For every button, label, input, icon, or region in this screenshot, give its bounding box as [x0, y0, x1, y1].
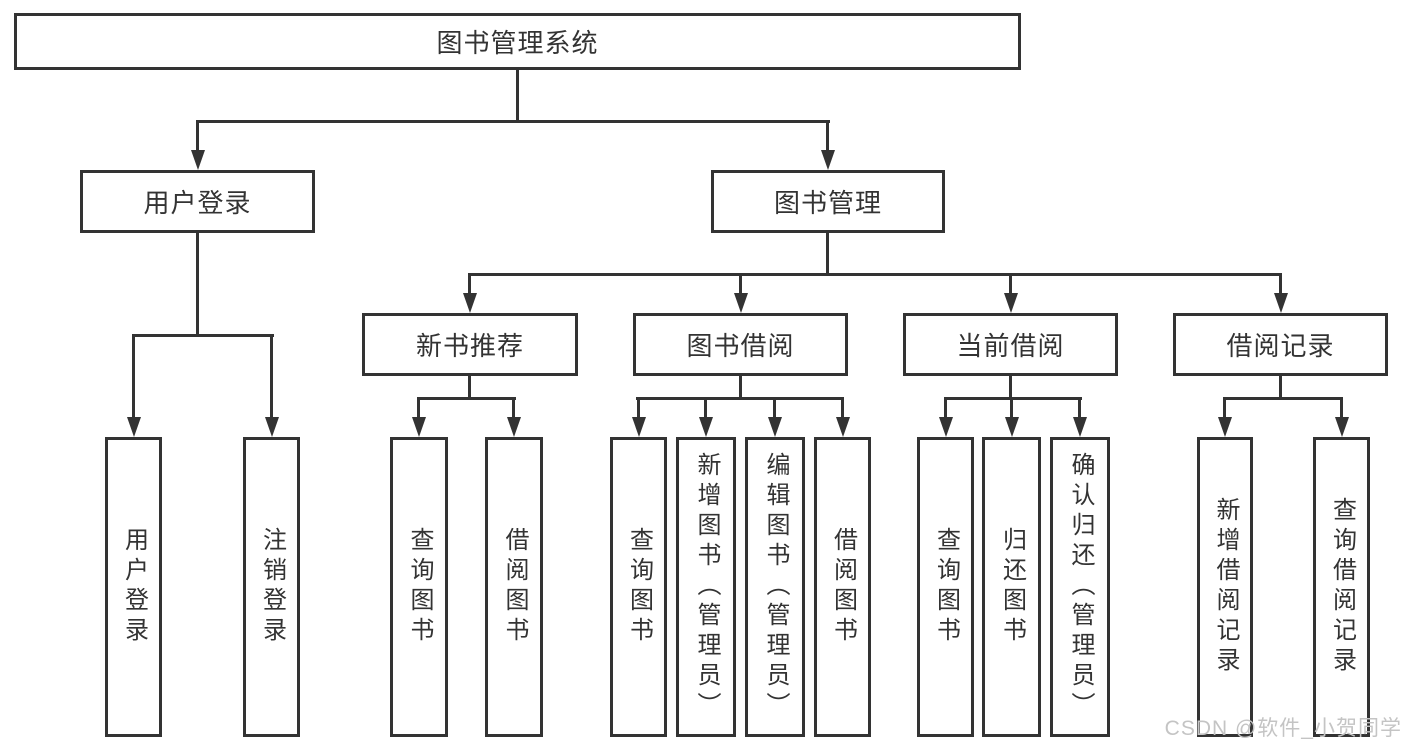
- connector-vline: [468, 376, 471, 399]
- connector-vline: [1279, 376, 1282, 399]
- connector-stem: [1009, 273, 1012, 295]
- leaf-query-books-borrow: 查询图书: [610, 437, 667, 737]
- connector-hline: [196, 120, 830, 123]
- arrow-down-icon: [699, 417, 713, 437]
- leaf-return-books-label: 归还图书: [998, 527, 1026, 647]
- arrow-down-icon: [1274, 293, 1288, 313]
- connector-stem: [1078, 397, 1081, 420]
- arrow-down-icon: [939, 417, 953, 437]
- connector-stem: [1010, 397, 1013, 420]
- leaf-query-books-label: 查询图书: [625, 527, 653, 647]
- arrow-down-icon: [1005, 417, 1019, 437]
- connector-hline: [636, 397, 844, 400]
- watermark: CSDN @软件_小贺同学: [1164, 717, 1402, 740]
- node-current-borrow-label: 当前借阅: [956, 331, 1065, 361]
- connector-stem: [270, 334, 273, 419]
- arrow-down-icon: [191, 150, 205, 170]
- node-root-label: 图书管理系统: [436, 28, 599, 58]
- arrow-down-icon: [734, 293, 748, 313]
- connector-stem: [512, 397, 515, 420]
- node-new-book-recommend-label: 新书推荐: [415, 331, 524, 361]
- arrow-down-icon: [1073, 417, 1087, 437]
- connector-stem: [1223, 397, 1226, 420]
- connector-vline: [739, 376, 742, 399]
- connector-vline: [196, 233, 199, 337]
- leaf-borrow-books-label: 借阅图书: [501, 527, 528, 647]
- connector-stem: [826, 120, 829, 152]
- connector-stem: [1340, 397, 1343, 420]
- connector-stem: [773, 397, 776, 420]
- node-borrow-records: 借阅记录: [1173, 313, 1388, 376]
- leaf-edit-book-admin: 编辑图书（管理员）: [745, 437, 805, 737]
- connector-stem: [944, 397, 947, 420]
- connector-stem: [196, 120, 199, 152]
- connector-stem: [704, 397, 707, 420]
- connector-vline: [516, 70, 519, 120]
- node-user-login-label: 用户登录: [143, 188, 252, 218]
- leaf-query-books-recommend: 查询图书: [390, 437, 448, 737]
- node-new-book-recommend: 新书推荐: [362, 313, 578, 376]
- connector-hline: [1223, 397, 1343, 400]
- leaf-user-login: 用户登录: [105, 437, 162, 737]
- connector-hline: [132, 334, 274, 337]
- leaf-edit-book-admin-label: 编辑图书（管理员）: [762, 452, 789, 722]
- node-book-management-label: 图书管理: [773, 188, 882, 218]
- arrow-down-icon: [1004, 293, 1018, 313]
- leaf-user-login-label: 用户登录: [120, 527, 148, 647]
- connector-stem: [132, 334, 135, 419]
- connector-hline: [468, 273, 1282, 276]
- connector-stem: [1279, 273, 1282, 295]
- node-root: 图书管理系统: [14, 13, 1021, 70]
- arrow-down-icon: [127, 417, 141, 437]
- arrow-down-icon: [507, 417, 521, 437]
- connector-stem: [739, 273, 742, 295]
- leaf-logout: 注销登录: [243, 437, 300, 737]
- node-current-borrow: 当前借阅: [903, 313, 1118, 376]
- leaf-query-books-label: 查询图书: [932, 527, 960, 647]
- leaf-query-books-label: 查询图书: [406, 527, 433, 647]
- leaf-query-books-current: 查询图书: [917, 437, 974, 737]
- arrow-down-icon: [412, 417, 426, 437]
- connector-hline: [417, 397, 516, 400]
- leaf-add-borrow-record: 新增借阅记录: [1197, 437, 1253, 737]
- connector-vline: [826, 233, 829, 273]
- connector-stem: [841, 397, 844, 420]
- leaf-logout-label: 注销登录: [258, 527, 286, 647]
- leaf-return-books: 归还图书: [982, 437, 1041, 737]
- connector-stem: [637, 397, 640, 420]
- node-book-borrow-label: 图书借阅: [686, 331, 795, 361]
- node-borrow-records-label: 借阅记录: [1226, 331, 1335, 361]
- connector-vline: [1009, 376, 1012, 399]
- arrow-down-icon: [1218, 417, 1232, 437]
- node-book-borrow: 图书借阅: [633, 313, 848, 376]
- arrow-down-icon: [1335, 417, 1349, 437]
- leaf-borrow-books: 借阅图书: [814, 437, 871, 737]
- leaf-borrow-books-label: 借阅图书: [829, 527, 857, 647]
- arrow-down-icon: [836, 417, 850, 437]
- arrow-down-icon: [463, 293, 477, 313]
- leaf-query-borrow-record-label: 查询借阅记录: [1328, 497, 1356, 677]
- leaf-add-book-admin: 新增图书（管理员）: [676, 437, 736, 737]
- arrow-down-icon: [265, 417, 279, 437]
- node-book-management: 图书管理: [711, 170, 945, 233]
- node-user-login: 用户登录: [80, 170, 315, 233]
- arrow-down-icon: [821, 150, 835, 170]
- arrow-down-icon: [768, 417, 782, 437]
- leaf-add-borrow-record-label: 新增借阅记录: [1212, 497, 1239, 677]
- connector-stem: [468, 273, 471, 295]
- leaf-query-borrow-record: 查询借阅记录: [1313, 437, 1370, 737]
- connector-hline: [944, 397, 1082, 400]
- leaf-add-book-admin-label: 新增图书（管理员）: [693, 452, 720, 722]
- connector-stem: [417, 397, 420, 420]
- arrow-down-icon: [632, 417, 646, 437]
- leaf-borrow-books-recommend: 借阅图书: [485, 437, 543, 737]
- leaf-confirm-return-admin: 确认归还（管理员）: [1050, 437, 1110, 737]
- leaf-confirm-return-admin-label: 确认归还（管理员）: [1067, 452, 1094, 722]
